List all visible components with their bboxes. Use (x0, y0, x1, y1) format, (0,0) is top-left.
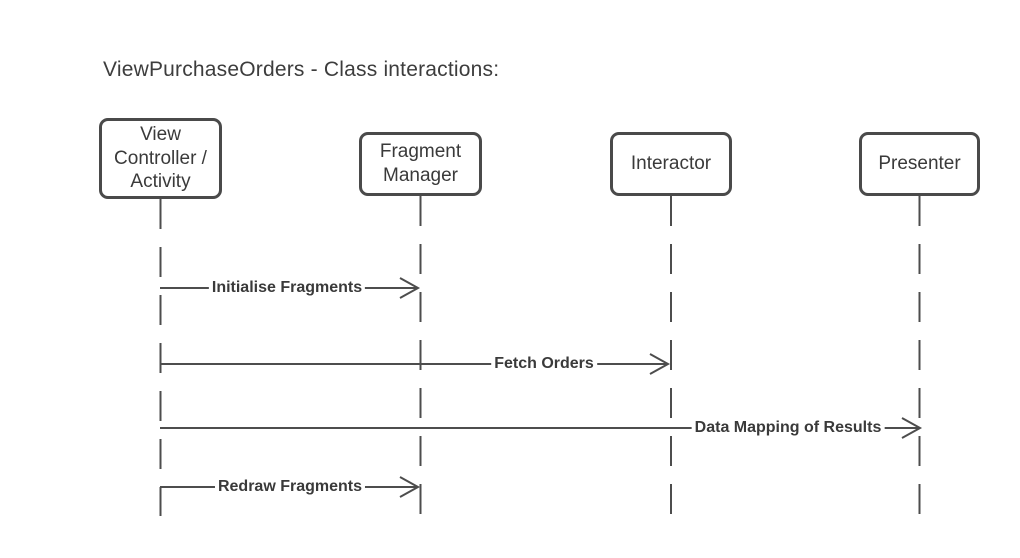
actor-box-interactor: Interactor (610, 132, 732, 196)
arrowhead-icon (399, 476, 421, 498)
arrowhead-icon (649, 353, 671, 375)
message-label-initialise-fragments: Initialise Fragments (208, 279, 366, 297)
message-label-redraw-fragments: Redraw Fragments (214, 478, 366, 496)
diagram-title: ViewPurchaseOrders - Class interactions: (103, 58, 500, 81)
actor-box-presenter: Presenter (859, 132, 980, 196)
actor-box-view-controller-activity: View Controller / Activity (99, 118, 222, 199)
arrowhead-icon (399, 277, 421, 299)
actor-box-fragment-manager: Fragment Manager (359, 132, 482, 196)
message-label-data-mapping-of-results: Data Mapping of Results (691, 419, 885, 437)
message-label-fetch-orders: Fetch Orders (491, 355, 597, 373)
arrowhead-icon (901, 417, 923, 439)
